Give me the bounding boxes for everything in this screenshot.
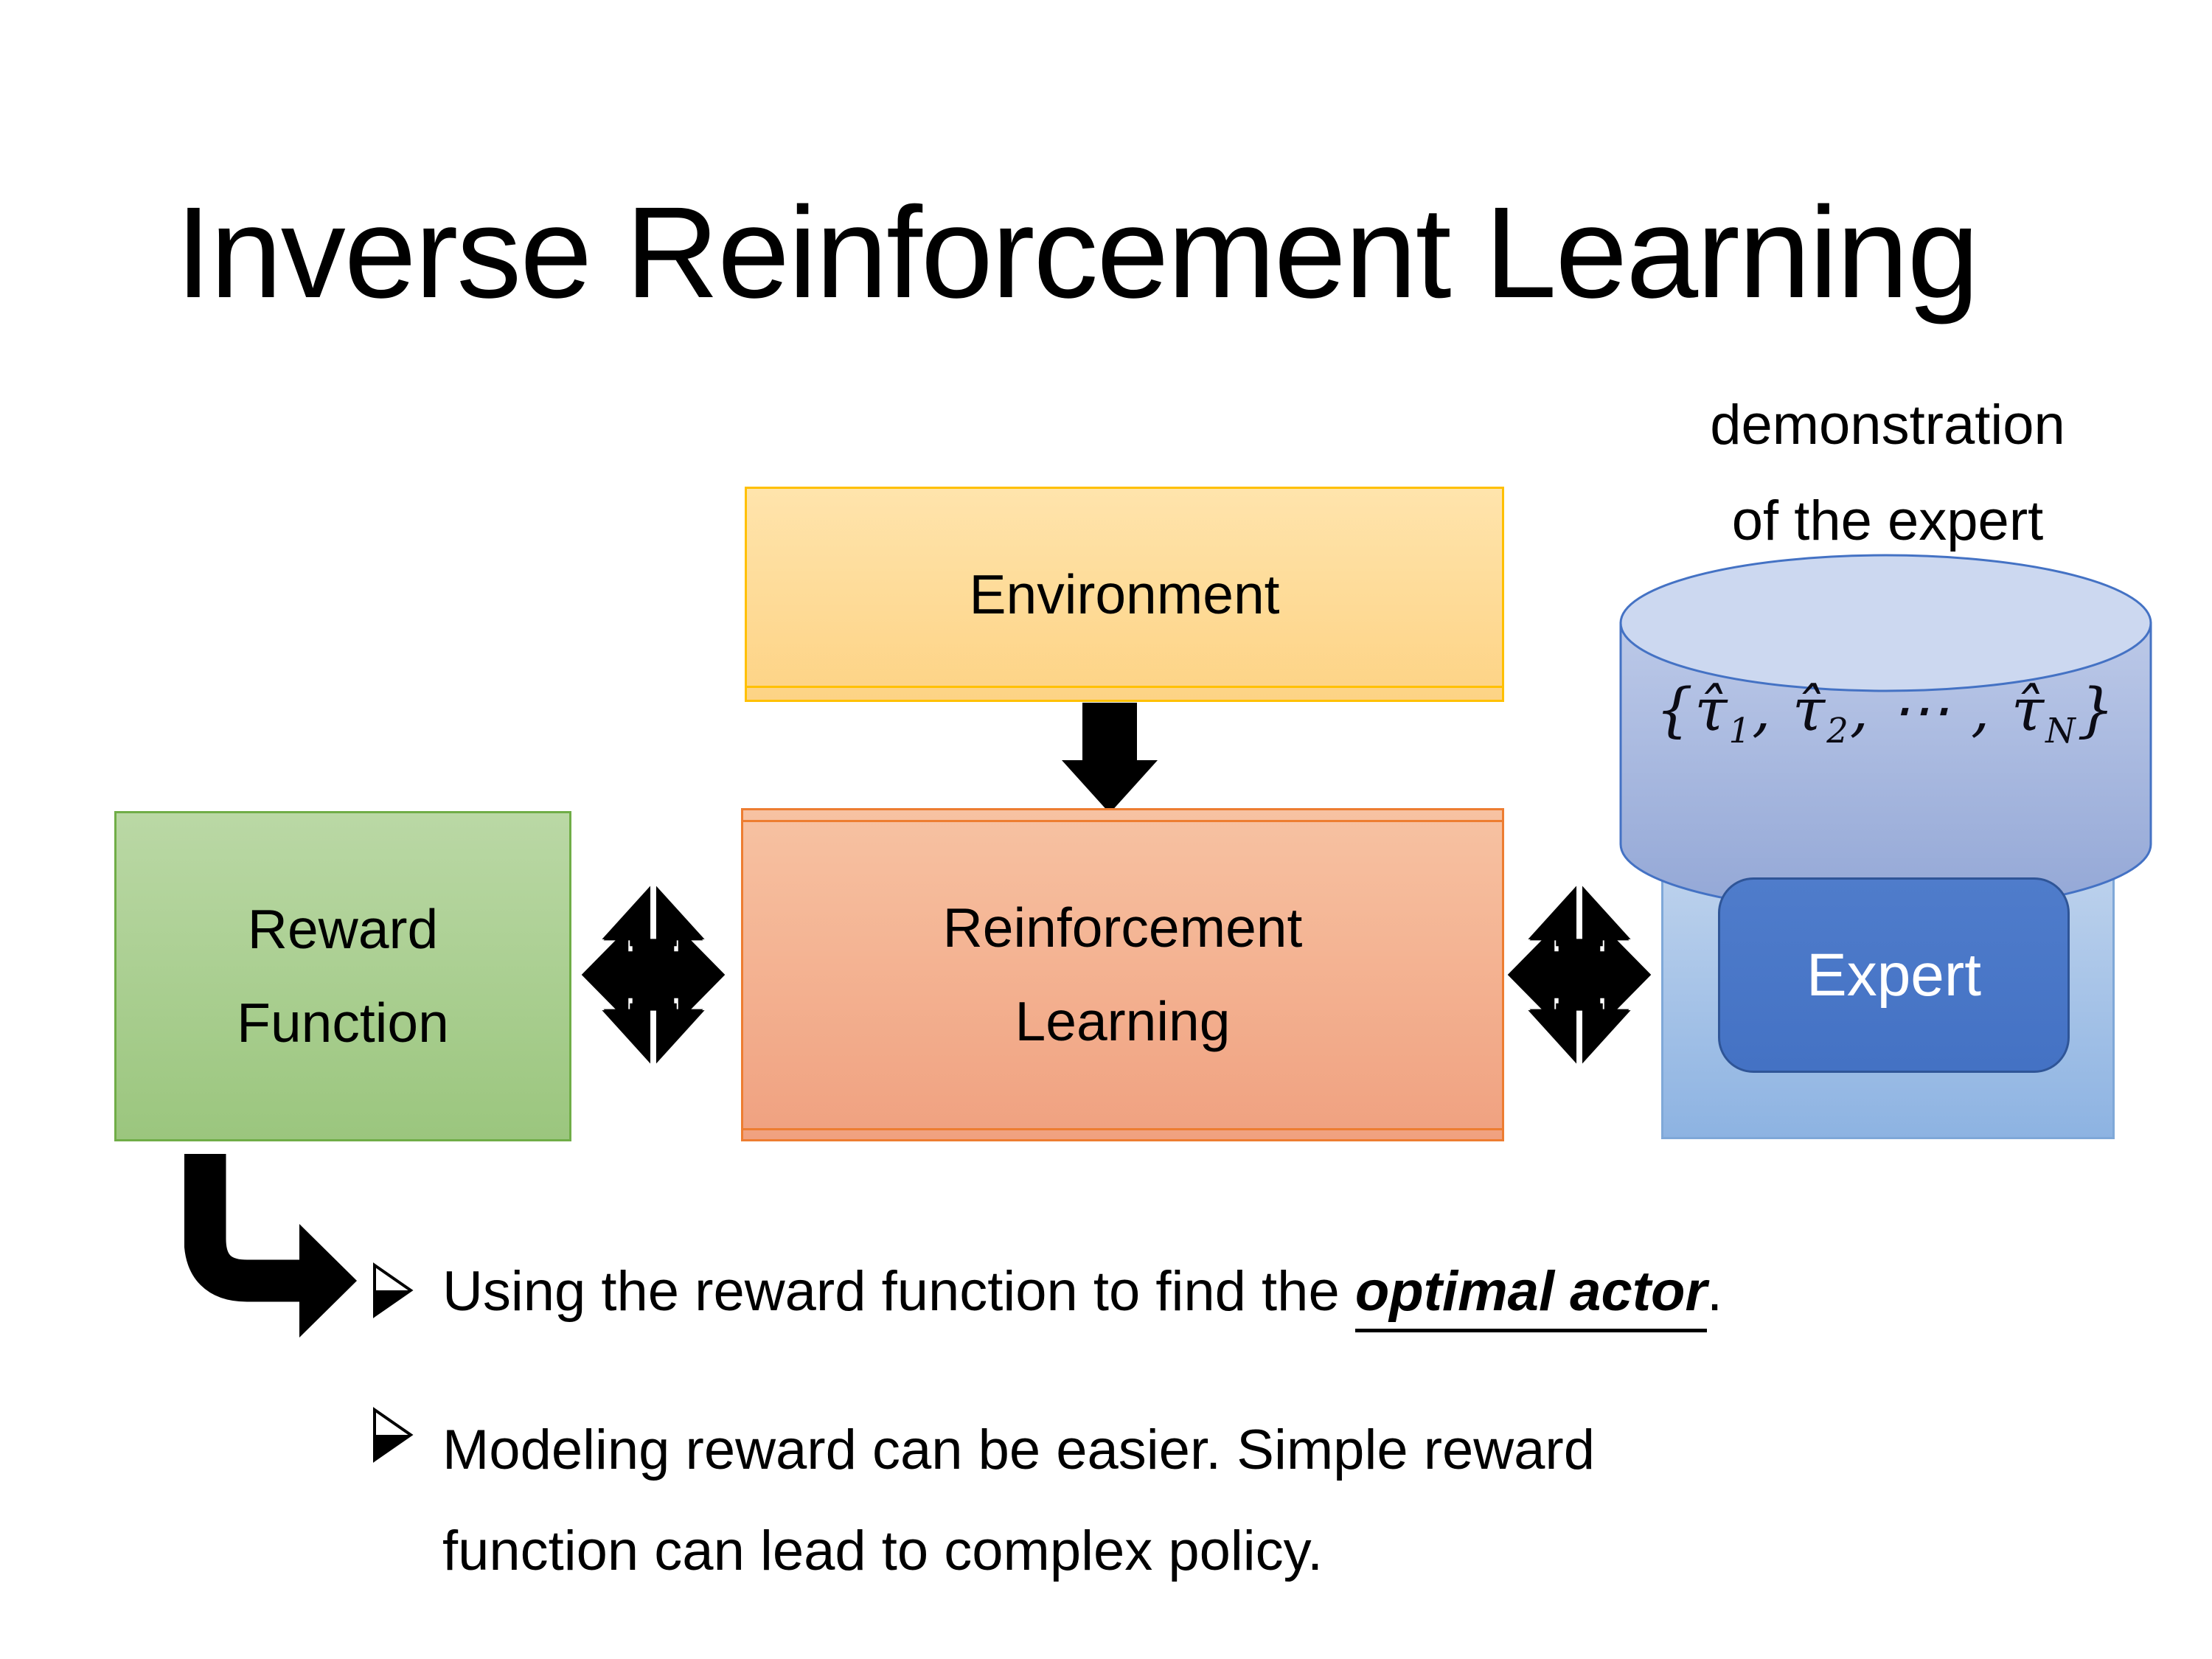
reward-function-label-line1: Reward [247, 898, 439, 960]
slide-title: Inverse Reinforcement Learning [175, 181, 1979, 325]
down-arrow-icon [1062, 703, 1158, 813]
reinforcement-learning-label-line2: Learning [1015, 990, 1231, 1052]
environment-box: Environment [745, 487, 1504, 702]
elbow-arrow-icon [184, 1154, 357, 1338]
formula-subscript: 1 [1728, 711, 1753, 751]
formula-part: {τ̂ [1655, 675, 1729, 744]
environment-box-double-edge [747, 686, 1502, 688]
formula-part: , τ̂ [1752, 675, 1827, 744]
demonstration-cylinder [1619, 554, 2152, 914]
reinforcement-learning-label-line1: Reinforcement [942, 897, 1303, 959]
bullet-2-line2: function can lead to complex policy. [442, 1520, 1324, 1582]
bullet-arrow-icon [373, 1407, 414, 1463]
formula-subscript: N [2045, 711, 2077, 751]
formula-part: , ⋯ , τ̂ [1849, 675, 2046, 744]
bullet-1-period: . [1707, 1260, 1723, 1323]
bullet-2-line1: Modeling reward can be easier. Simple re… [442, 1419, 1596, 1481]
reward-function-label-line2: Function [237, 992, 449, 1054]
formula-part: } [2076, 675, 2116, 744]
demonstration-label-line2: of the expert [1731, 490, 2044, 552]
double-arrow-left-icon [581, 876, 726, 1074]
bullet-1: Using the reward function to find the op… [442, 1255, 2175, 1332]
reward-function-box: Reward Function [114, 811, 571, 1141]
expert-label: Expert [1806, 941, 1981, 1009]
rl-box-double-edge-top [743, 820, 1502, 822]
bullet-arrow-icon [373, 1262, 414, 1318]
bullet-1-text: Using the reward function to find the [442, 1260, 1355, 1323]
trajectory-set-formula: {τ̂1, τ̂2, ⋯ , τ̂N} [1618, 675, 2153, 751]
demonstration-label: demonstration of the expert [1593, 378, 2183, 569]
environment-label: Environment [969, 563, 1280, 625]
expert-box: Expert [1718, 877, 2070, 1073]
rl-box-double-edge-bottom [743, 1128, 1502, 1130]
formula-subscript: 2 [1826, 711, 1850, 751]
bullet-1-emphasis: optimal actor [1354, 1260, 1708, 1332]
demonstration-label-line1: demonstration [1710, 394, 2065, 456]
bullet-2: Modeling reward can be easier. Simple re… [442, 1399, 2175, 1601]
reinforcement-learning-box: Reinforcement Learning [741, 808, 1504, 1141]
double-arrow-right-icon [1507, 876, 1652, 1074]
